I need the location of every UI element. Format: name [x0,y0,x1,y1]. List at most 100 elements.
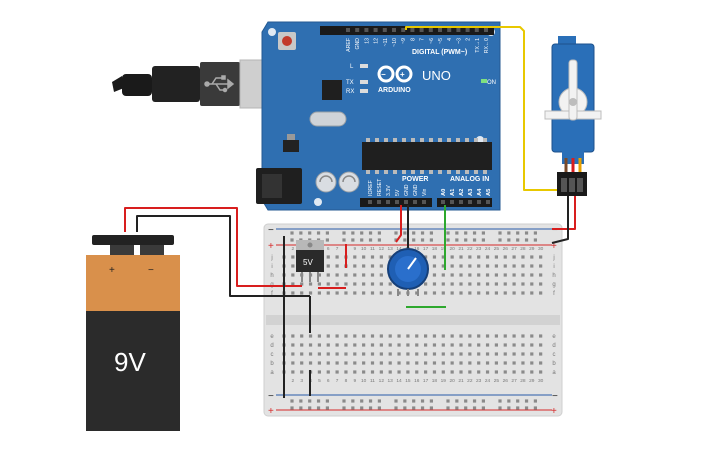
column-number: 27 [511,378,517,384]
column-number: 28 [520,378,526,384]
header-hole [392,28,396,32]
column-number: 11 [370,378,375,384]
led-tx-label: TX [346,80,354,86]
column-number: 14 [396,246,402,252]
pin-label: ~6 [429,38,435,44]
servo-motor [544,36,602,196]
pin-label: Vin [422,188,428,196]
rail-plus-bl: + [268,406,274,417]
pin-label: IOREF [368,180,374,196]
row-letter: b [552,361,556,367]
header-hole [377,200,381,204]
column-number: 22 [467,378,473,384]
regulator-label: 5V [303,258,313,267]
column-number: 11 [370,246,375,252]
column-number: 16 [414,246,420,252]
row-letter: i [271,264,272,270]
pin-label: TX→1 [475,38,481,53]
column-number: 27 [511,246,517,252]
column-number: 10 [361,246,367,252]
column-number: 24 [485,378,491,384]
voltage-regulator: 5V [296,240,324,282]
column-number: 24 [485,246,491,252]
row-letter: e [552,334,556,340]
column-number: 17 [423,378,429,384]
header-hole [355,28,360,32]
battery-label: 9V [114,347,146,377]
pin-label: 2 [466,38,472,41]
pin-label: ~9 [401,38,407,44]
header-hole [413,200,417,204]
row-letter: d [270,343,273,349]
rail-plus-tl: + [268,241,274,252]
row-letter: e [270,334,274,340]
column-number: 18 [432,246,438,252]
capacitor [315,171,337,193]
column-number: 6 [327,378,330,384]
column-number: 25 [494,378,500,384]
rail-minus-bl: − [268,391,274,402]
column-number: 15 [405,378,411,384]
row-letter: c [553,352,556,358]
column-number: 12 [379,246,385,252]
header-hole [450,200,454,204]
header-hole [368,200,372,204]
pin-label: 4 [447,38,453,41]
analog-header [437,198,492,207]
wire-5v-red [395,205,402,243]
pin-label: 3.3V [386,185,392,196]
column-number: 9 [353,378,356,384]
column-number: 19 [441,246,447,252]
led-rx-label: RX [346,89,354,95]
analog-label: ANALOG IN [450,176,489,183]
row-letter: f [271,291,273,297]
pin-label: RESET [377,178,383,196]
column-number: 29 [529,378,535,384]
row-letter: g [552,282,555,288]
header-hole [364,28,369,32]
column-number: 7 [336,246,339,252]
column-number: 3 [300,378,303,384]
pin-label: ~11 [383,38,389,47]
power-label: POWER [402,176,428,183]
column-number: 30 [538,378,544,384]
arduino-logo [377,65,413,83]
row-letter: a [552,370,556,376]
pin-label: ~3 [456,38,462,44]
pin-label: AREF [346,38,352,52]
column-number: 25 [494,246,500,252]
battery-9v: + − 9V [86,235,180,431]
brand-label: ARDUINO [378,87,411,94]
header-hole [468,200,472,204]
pin-label: ~10 [392,38,398,47]
column-number: 8 [345,378,348,384]
header-hole [386,200,390,204]
header-hole [419,28,424,32]
pin-label: A0 [441,189,447,196]
column-number: 20 [449,246,455,252]
svg-text:−: − [381,70,386,79]
rail-plus-br: + [551,406,557,417]
header-hole [459,200,463,204]
wires [124,26,576,398]
row-letter: j [552,255,554,261]
svg-text:+: + [400,70,405,79]
wire-signal-yellow [405,26,560,191]
wire-battery-black [136,215,310,297]
rail-minus-tl: − [268,225,274,236]
pin-label: 7 [420,38,426,41]
header-hole [422,200,426,204]
digital-label: DIGITAL (PWM~) [412,49,467,56]
pin-label: A5 [486,188,492,196]
wire-servo-red [552,196,576,230]
pin-label: 8 [410,38,416,41]
column-number: 26 [503,378,509,384]
pin-label: A3 [468,188,474,196]
column-number: 22 [467,246,473,252]
pin-label: ~5 [438,38,444,44]
rail-plus-tr: + [551,241,557,252]
column-number: 13 [388,246,394,252]
column-number: 17 [423,246,429,252]
wire-servo-black [551,196,569,244]
battery-plus-label: + [109,265,115,276]
